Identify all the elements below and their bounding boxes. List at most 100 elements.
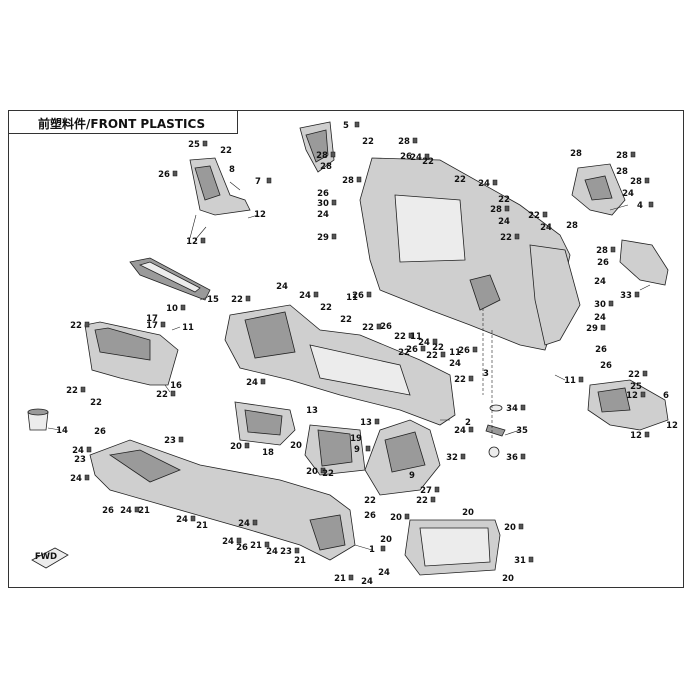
fastener-icon	[430, 496, 436, 503]
callout-label-26: 26	[102, 506, 114, 516]
part-2-upper-dash	[224, 304, 456, 426]
callout-label-18: 18	[262, 448, 274, 458]
callout-label-21: 21	[334, 574, 346, 584]
fastener-icon	[608, 300, 614, 307]
fastener-icon	[86, 446, 92, 453]
callout-label-29: 29	[586, 324, 598, 334]
fastener-icon	[504, 205, 510, 212]
part-33-bracket	[619, 239, 669, 286]
callout-label-24: 24	[70, 474, 82, 484]
callout-label-14: 14	[56, 426, 68, 436]
callout-label-22: 22	[362, 137, 374, 147]
callout-label-11: 11	[449, 348, 461, 358]
fastener-icon	[331, 233, 337, 240]
callout-label-28: 28	[490, 205, 502, 215]
callout-label-29: 29	[317, 233, 329, 243]
callout-label-23: 23	[164, 436, 176, 446]
callout-label-24: 24	[498, 217, 510, 227]
fastener-icon	[266, 177, 272, 184]
fastener-icon	[202, 140, 208, 147]
fastener-icon	[354, 121, 360, 128]
fastener-icon	[84, 321, 90, 328]
callout-label-22: 22	[340, 315, 352, 325]
callout-label-24: 24	[317, 210, 329, 220]
callout-label-26: 26	[364, 511, 376, 521]
callout-label-11: 11	[182, 323, 194, 333]
fastener-icon	[313, 291, 319, 298]
callout-label-34: 34	[506, 404, 518, 414]
fastener-icon	[468, 375, 474, 382]
callout-label-27: 27	[420, 486, 432, 496]
fastener-icon	[460, 453, 466, 460]
callout-label-24: 24	[238, 519, 250, 529]
part-14-cup	[27, 408, 49, 431]
callout-label-21: 21	[294, 556, 306, 566]
callout-label-28: 28	[398, 137, 410, 147]
callout-label-22: 22	[398, 348, 410, 358]
callout-label-15: 15	[207, 295, 219, 305]
callout-label-33: 33	[620, 291, 632, 301]
callout-label-22: 22	[432, 343, 444, 353]
callout-label-24: 24	[540, 223, 552, 233]
part-6-bracket	[587, 379, 669, 431]
callout-label-26: 26	[600, 361, 612, 371]
callout-label-28: 28	[342, 176, 354, 186]
fastener-icon	[84, 474, 90, 481]
fastener-icon	[236, 537, 242, 544]
fastener-icon	[245, 295, 251, 302]
callout-label-13: 13	[360, 418, 372, 428]
callout-label-20: 20	[306, 467, 318, 477]
fastener-icon	[172, 170, 178, 177]
callout-label-30: 30	[317, 199, 329, 209]
fastener-icon	[170, 390, 176, 397]
callout-label-20: 20	[462, 508, 474, 518]
callout-label-24: 24	[246, 378, 258, 388]
callout-label-20: 20	[380, 535, 392, 545]
diagram-frame	[8, 110, 684, 588]
fastener-icon	[408, 332, 414, 339]
callout-label-25: 25	[630, 382, 642, 392]
callout-label-24: 24	[266, 547, 278, 557]
callout-label-24: 24	[378, 568, 390, 578]
callout-label-22: 22	[628, 370, 640, 380]
fastener-icon	[528, 556, 534, 563]
callout-label-26: 26	[595, 345, 607, 355]
callout-label-22: 22	[70, 321, 82, 331]
callout-label-2: 2	[465, 418, 471, 428]
callout-label-22: 22	[364, 496, 376, 506]
callout-label-11: 11	[346, 293, 358, 303]
callout-label-8: 8	[229, 165, 235, 175]
fastener-icon	[331, 199, 337, 206]
part-5-bracket	[299, 121, 335, 173]
fastener-icon	[600, 324, 606, 331]
callout-label-28: 28	[316, 151, 328, 161]
callout-label-28: 28	[630, 177, 642, 187]
fastener-icon	[356, 176, 362, 183]
callout-label-20: 20	[290, 441, 302, 451]
fastener-icon	[642, 370, 648, 377]
callout-label-26: 26	[158, 170, 170, 180]
callout-label-20: 20	[390, 513, 402, 523]
callout-label-17: 17	[146, 314, 158, 324]
callout-label-30: 30	[594, 300, 606, 310]
callout-label-11: 11	[564, 376, 576, 386]
fastener-icon	[134, 506, 140, 513]
fastener-icon	[630, 151, 636, 158]
fastener-icon	[348, 574, 354, 581]
fastener-icon	[160, 321, 166, 328]
callout-label-24: 24	[276, 282, 288, 292]
callout-label-12: 12	[186, 237, 198, 247]
fastener-icon	[294, 547, 300, 554]
fastener-icon	[472, 346, 478, 353]
fastener-icon	[468, 426, 474, 433]
callout-label-26: 26	[94, 427, 106, 437]
callout-label-9: 9	[409, 471, 415, 481]
callout-label-24: 24	[120, 506, 132, 516]
callout-label-22: 22	[90, 398, 102, 408]
fastener-icon	[644, 431, 650, 438]
fastener-icon	[374, 418, 380, 425]
callout-label-26: 26	[352, 291, 364, 301]
fastener-icon	[520, 404, 526, 411]
